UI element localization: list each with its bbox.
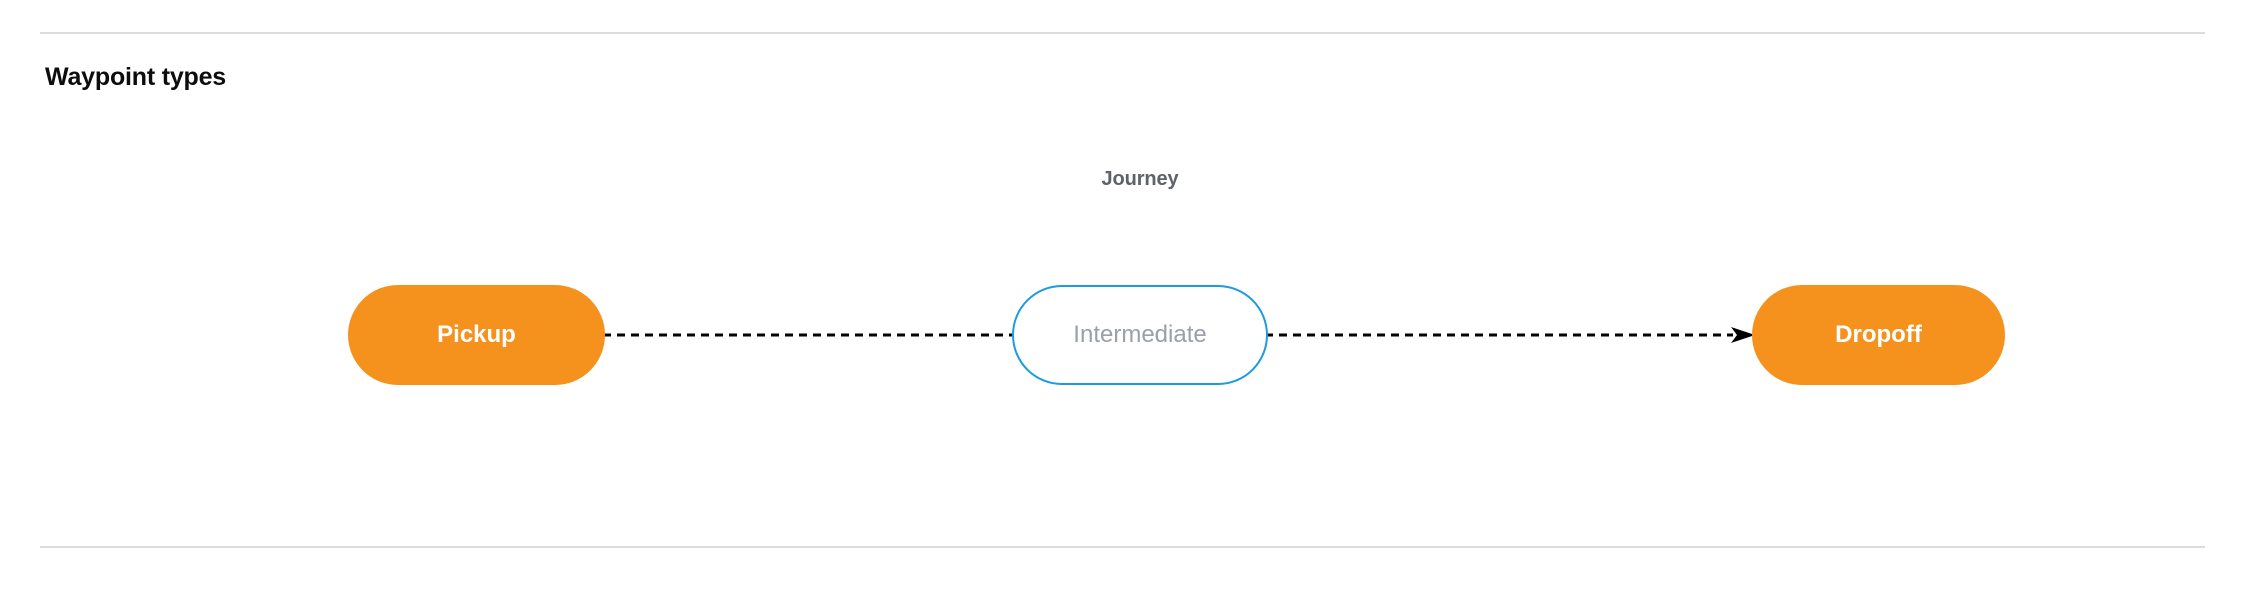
waypoint-node-dropoff[interactable]: Dropoff bbox=[1752, 285, 2005, 385]
section-divider-top bbox=[40, 32, 2205, 34]
arrowhead-icon bbox=[1731, 327, 1755, 343]
section-divider-bottom bbox=[40, 546, 2205, 548]
waypoint-node-label: Dropoff bbox=[1835, 321, 1922, 348]
waypoint-node-label: Intermediate bbox=[1073, 321, 1207, 348]
journey-group-label: Journey bbox=[1101, 168, 1179, 190]
waypoint-node-label: Pickup bbox=[437, 321, 516, 348]
waypoint-node-pickup[interactable]: Pickup bbox=[348, 285, 605, 385]
waypoint-node-intermediate[interactable]: Intermediate bbox=[1012, 285, 1268, 385]
edge-intermediate-to-dropoff bbox=[1265, 325, 1755, 345]
edge-pickup-to-intermediate bbox=[603, 325, 1015, 345]
page-title: Waypoint types bbox=[45, 63, 227, 91]
